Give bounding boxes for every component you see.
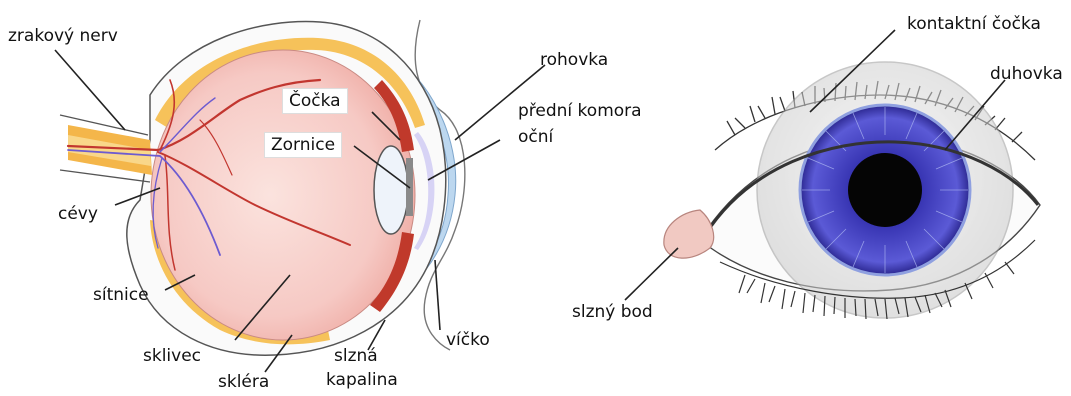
label-contact-lens: kontaktní čočka: [907, 14, 1041, 34]
label-sclera: skléra: [218, 372, 269, 392]
label-anterior-chamber-2: oční: [518, 127, 553, 147]
pupil: [848, 153, 922, 227]
eye-cross-section: [55, 20, 545, 372]
lens-shape: [374, 146, 408, 234]
label-anterior-chamber-1: přední komora: [518, 101, 642, 121]
eye-external-view: [625, 30, 1040, 319]
lacrimal-caruncle: [664, 210, 714, 258]
label-eyelid: víčko: [446, 330, 490, 350]
label-vessels: cévy: [58, 204, 98, 224]
label-pupil: Zornice: [264, 132, 342, 158]
label-cornea: rohovka: [540, 50, 608, 70]
label-tear-fluid-2: kapalina: [326, 370, 398, 390]
label-lens: Čočka: [282, 88, 348, 114]
label-vitreous: sklivec: [143, 346, 201, 366]
label-tear-point: slzný bod: [572, 302, 653, 322]
label-iris: duhovka: [990, 64, 1063, 84]
label-retina: sítnice: [93, 285, 149, 305]
label-tear-fluid-1: slzná: [334, 346, 378, 366]
label-optic-nerve: zrakový nerv: [8, 26, 118, 46]
